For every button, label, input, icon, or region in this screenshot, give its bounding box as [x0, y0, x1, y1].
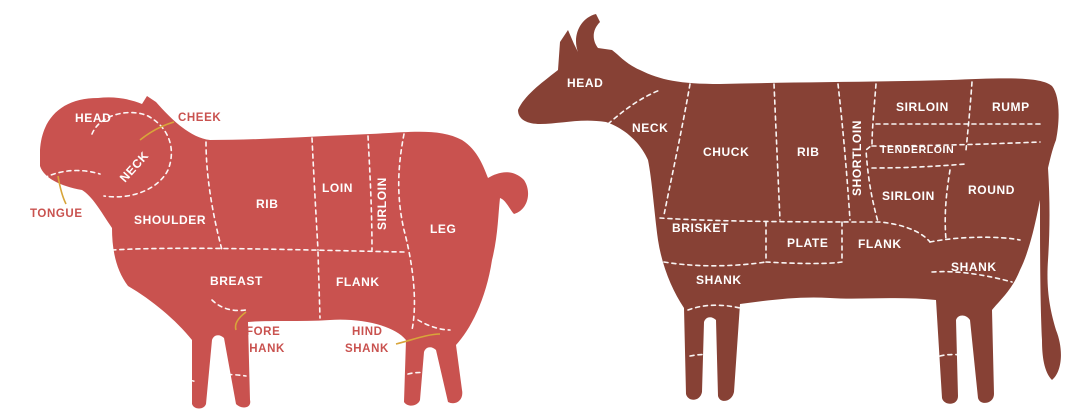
lamb-silhouette	[40, 96, 528, 409]
cow-label-sirloin-bottom: SIRLOIN	[882, 189, 935, 203]
lamb-diagram: HEAD NECK SHOULDER RIB LOIN SIRLOIN LEG …	[30, 96, 528, 409]
lamb-callout-hind-shank-line2: SHANK	[345, 343, 389, 355]
cow-silhouette	[518, 14, 1061, 404]
cow-label-flank: FLANK	[858, 237, 902, 251]
lamb-label-rib: RIB	[256, 197, 278, 211]
lamb-label-head: HEAD	[75, 111, 111, 125]
lamb-label-sirloin: SIRLOIN	[375, 177, 389, 230]
lamb-callout-fore-shank-line2: SHANK	[241, 343, 285, 355]
lamb-label-breast: BREAST	[210, 274, 263, 288]
lamb-label-flank: FLANK	[336, 275, 380, 289]
cow-label-shortloin: SHORTLOIN	[850, 120, 864, 196]
lamb-label-loin: LOIN	[322, 181, 353, 195]
lamb-callout-cheek: CHEEK	[178, 112, 221, 124]
cow-label-rib: RIB	[797, 145, 819, 159]
cow-label-chuck: CHUCK	[703, 145, 749, 159]
lamb-callout-fore-shank-line1: FORE	[246, 326, 280, 338]
lamb-callout-tongue: TONGUE	[30, 208, 83, 220]
cow-label-tenderloin: TENDERLOIN	[880, 144, 954, 156]
cow-label-head: HEAD	[567, 76, 603, 90]
cow-label-rump: RUMP	[992, 100, 1030, 114]
cow-label-hind-shank: SHANK	[951, 260, 997, 274]
cow-label-round: ROUND	[968, 183, 1015, 197]
cow-diagram: HEAD NECK CHUCK RIB SHORTLOIN SIRLOIN RU…	[518, 14, 1061, 404]
lamb-label-shoulder: SHOULDER	[134, 213, 206, 227]
cow-label-plate: PLATE	[787, 236, 828, 250]
lamb-label-leg: LEG	[430, 222, 456, 236]
cow-label-sirloin-top: SIRLOIN	[896, 100, 949, 114]
cow-label-neck: NECK	[632, 121, 668, 135]
cow-label-fore-shank: SHANK	[696, 273, 742, 287]
lamb-callout-hind-shank-line1: HIND	[352, 326, 383, 338]
cow-label-brisket: BRISKET	[672, 221, 729, 235]
